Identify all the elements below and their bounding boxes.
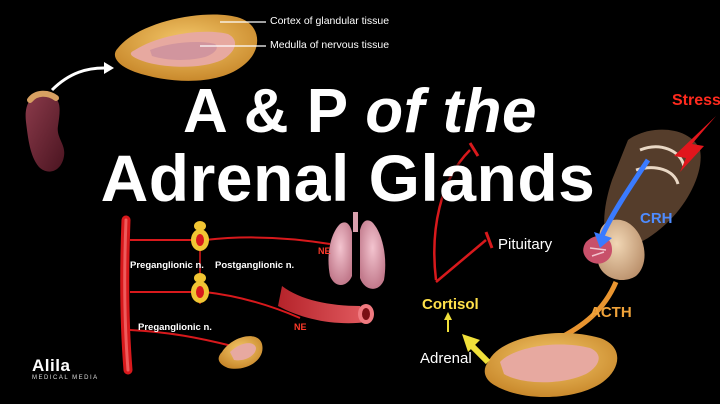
blood-vessel bbox=[278, 286, 374, 324]
medulla-label: Medulla of nervous tissue bbox=[270, 39, 390, 51]
title-italic: of the bbox=[365, 77, 537, 146]
cortisol-up-arrow-head bbox=[444, 312, 452, 320]
crh-arrow bbox=[599, 158, 651, 238]
cortisol-label: Cortisol bbox=[422, 296, 479, 313]
pituitary-label: Pituitary bbox=[498, 236, 553, 253]
preganglionic-label-1: Preganglionic n. bbox=[130, 260, 204, 271]
cortex-label: Cortex of glandular tissue bbox=[270, 15, 390, 27]
adrenal-label: Adrenal bbox=[420, 350, 472, 367]
preganglionic-label-2: Preganglionic n. bbox=[138, 322, 212, 333]
stress-label: Stress bbox=[672, 92, 720, 109]
crh-label: CRH bbox=[640, 210, 673, 227]
ganglion-lower bbox=[191, 273, 209, 303]
adrenal-gland-bottom-left bbox=[218, 336, 263, 369]
title-line-1: A & P of the bbox=[0, 76, 720, 147]
cortisol-arrow bbox=[469, 343, 491, 365]
lungs bbox=[328, 212, 386, 289]
acth-label: ACTH bbox=[590, 304, 632, 321]
curved-arrow-head bbox=[104, 62, 114, 74]
negative-feedback-arrows bbox=[433, 142, 494, 283]
postganglionic-label: Postganglionic n. bbox=[215, 260, 295, 271]
crh-arrow-head bbox=[594, 232, 612, 248]
adrenal-gland-top bbox=[114, 14, 266, 81]
ne-label-lungs: NE bbox=[318, 246, 331, 256]
curved-arrow bbox=[50, 66, 105, 92]
brand-name: Alila bbox=[32, 356, 71, 375]
title-line-2: Adrenal Glands bbox=[100, 141, 596, 215]
brand-subtitle: MEDICAL MEDIA bbox=[32, 375, 99, 381]
brand-logo: Alila MEDICAL MEDIA bbox=[32, 356, 99, 381]
title-bold: A & P bbox=[183, 77, 348, 146]
adrenal-gland-bottom-right bbox=[484, 332, 618, 397]
ne-label-vessel: NE bbox=[294, 322, 307, 332]
sympathetic-pathway bbox=[120, 215, 331, 375]
ganglion-upper bbox=[191, 221, 209, 251]
kidney bbox=[25, 90, 65, 172]
cortisol-arrow-head bbox=[462, 334, 480, 352]
